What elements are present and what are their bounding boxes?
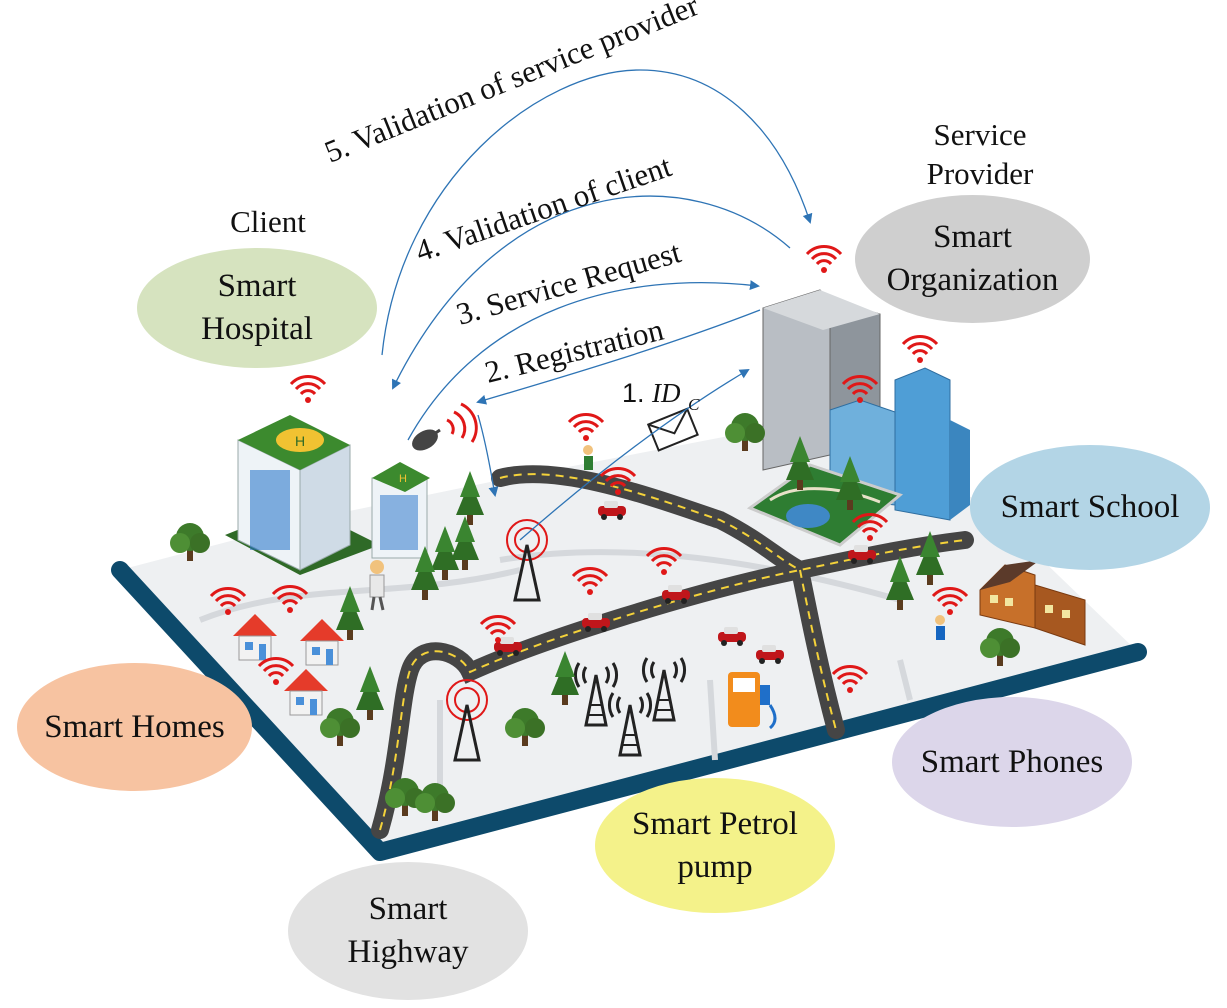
school-building-icon	[979, 560, 1086, 646]
step1-prefix: 1.	[622, 378, 645, 408]
smart-school-line1: Smart School	[1000, 489, 1180, 526]
smart-highway-bubble: Smart Highway	[288, 862, 528, 1000]
smart-petrol-pump-bubble: Smart Petrol pump	[595, 778, 835, 913]
smart-homes-line1: Smart Homes	[44, 708, 225, 745]
wifi-icon	[289, 374, 327, 405]
svg-text:H: H	[295, 433, 305, 449]
service-provider-label: Service Provider	[895, 116, 1065, 194]
step-arrows	[381, 69, 813, 541]
smart-school-bubble: Smart School	[970, 445, 1210, 570]
service-provider-line2: Provider	[926, 155, 1034, 191]
smart-hospital-line1: Smart	[217, 268, 297, 305]
smart-hospital-bubble: Smart Hospital	[137, 248, 377, 368]
service-provider-line1: Service	[933, 117, 1027, 152]
step1-id: ID	[651, 378, 681, 408]
smart-organization-bubble: Smart Organization	[855, 195, 1090, 323]
arrow-step1-id	[519, 368, 750, 541]
cell-tower-icon	[446, 519, 687, 762]
arrow-step4-validation-client	[392, 195, 791, 390]
arrow-step2-registration	[476, 309, 761, 405]
wifi-icon	[805, 244, 843, 275]
satellite-dish-icon	[412, 402, 478, 451]
smart-phones-bubble: Smart Phones	[892, 697, 1132, 827]
arrow-step3-service-request	[407, 280, 760, 441]
smart-petrol-line2: pump	[677, 848, 753, 885]
fuel-pump-icon	[728, 672, 777, 730]
step1-label: 1. ID C	[622, 378, 700, 414]
smart-homes-bubble: Smart Homes	[17, 663, 252, 791]
envelope-icon	[646, 407, 699, 452]
smart-hospital-line2: Hospital	[201, 311, 313, 347]
hospital-icon: H H	[225, 415, 430, 575]
smart-highway-line1: Smart	[368, 891, 448, 928]
client-label: Client	[230, 204, 306, 239]
person-icon	[369, 445, 945, 640]
arrow-dish-to-tower	[477, 414, 499, 497]
smart-petrol-line1: Smart Petrol	[632, 805, 798, 842]
smart-phones-line1: Smart Phones	[920, 743, 1104, 780]
svg-text:H: H	[399, 473, 407, 485]
step5-label: 5. Validation of service provider	[320, 0, 704, 169]
smart-highway-line2: Highway	[347, 934, 469, 970]
smart-organization-line1: Smart	[933, 219, 1012, 256]
step1-sub: C	[688, 395, 700, 414]
smart-organization-line2: Organization	[886, 262, 1059, 298]
step-labels: 5. Validation of service provider 4. Val…	[320, 0, 704, 414]
arrow-step5-validation-provider	[381, 69, 813, 356]
wifi-icon	[901, 334, 939, 365]
